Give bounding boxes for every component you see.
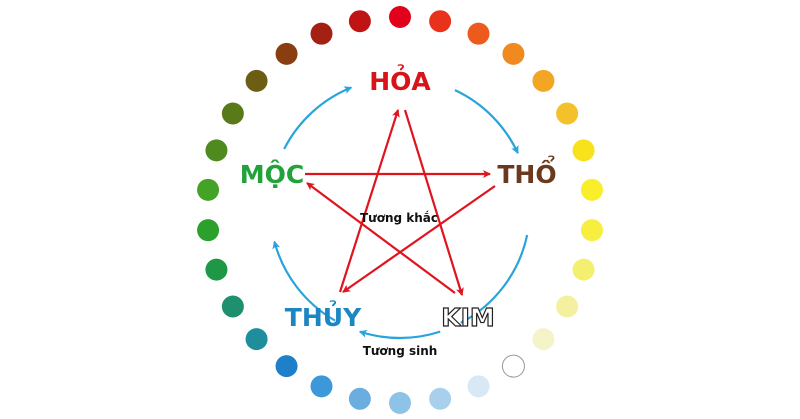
color-dot	[429, 10, 452, 33]
color-dot	[348, 10, 371, 33]
color-dot	[310, 375, 333, 398]
color-dot	[205, 139, 228, 162]
generating-arrow	[272, 240, 336, 322]
color-dot	[580, 219, 603, 242]
caption-tuong-sinh: Tương sinh	[363, 344, 438, 358]
generating-arrow	[460, 234, 529, 324]
controlling-arrow	[342, 185, 496, 293]
controlling-arrow	[306, 182, 456, 294]
color-dot	[205, 258, 228, 281]
element-moc: MỘC	[240, 159, 304, 189]
controlling-arrow	[403, 109, 464, 296]
color-dot	[580, 178, 603, 201]
color-dot	[501, 354, 525, 378]
color-dot	[389, 392, 411, 414]
caption-tuong-khac: Tương khắc	[360, 211, 438, 225]
color-dot	[389, 6, 411, 28]
color-dot	[532, 69, 555, 92]
color-dot	[572, 258, 595, 281]
color-dot	[197, 178, 220, 201]
controlling-star-arrows	[305, 109, 496, 296]
generating-arrow	[454, 89, 519, 154]
color-ring	[197, 6, 603, 414]
generating-arrow	[283, 86, 353, 150]
color-dot	[502, 42, 525, 65]
generating-arrow	[358, 329, 441, 340]
element-hoa: HỎA	[369, 63, 431, 96]
generating-cycle-arrows	[272, 86, 529, 340]
element-kim: KIM	[441, 303, 495, 332]
color-dot	[429, 387, 452, 410]
color-dot	[197, 219, 220, 242]
controlling-arrow	[338, 109, 400, 293]
color-dot	[221, 102, 244, 125]
element-tho: THỔ	[497, 154, 556, 189]
color-dot	[532, 328, 555, 351]
color-dot	[275, 42, 298, 65]
color-dot	[245, 69, 268, 92]
color-dot	[572, 139, 595, 162]
color-dot	[310, 22, 333, 45]
element-thuy: THỦY	[285, 299, 362, 332]
color-dot	[221, 295, 244, 318]
color-dot	[348, 387, 371, 410]
color-dot	[275, 355, 298, 378]
color-dot	[467, 22, 490, 45]
color-dot	[467, 375, 490, 398]
color-dot	[245, 328, 268, 351]
color-dot	[556, 295, 579, 318]
color-dot	[556, 102, 579, 125]
